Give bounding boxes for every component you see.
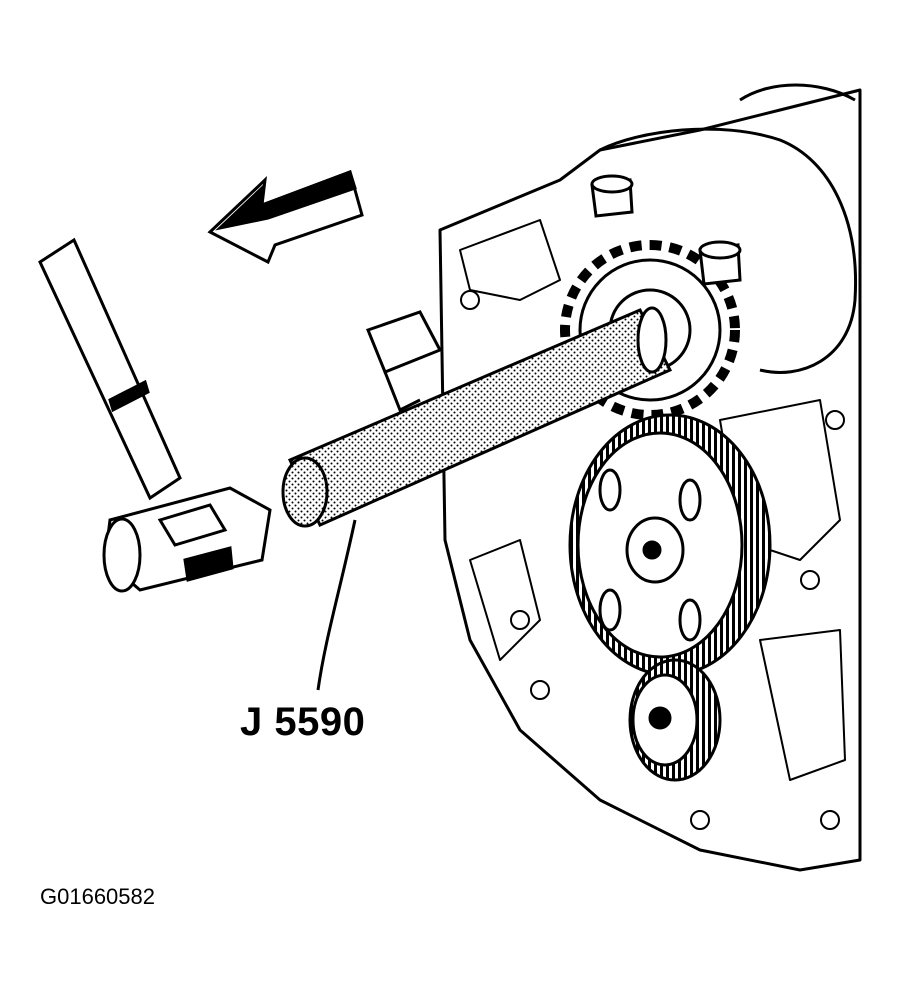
arrow-left-icon xyxy=(207,170,364,265)
figure-id: G01660582 xyxy=(40,884,155,909)
tool-label: J 5590 xyxy=(240,700,366,744)
tool-j5590 xyxy=(281,306,673,528)
oil-pump-gear xyxy=(628,658,722,782)
engine-bracket xyxy=(366,310,443,413)
callout-leader xyxy=(316,519,357,691)
crank-gear xyxy=(568,413,772,677)
hammer-icon xyxy=(38,237,272,593)
cover-bolts xyxy=(590,174,742,286)
